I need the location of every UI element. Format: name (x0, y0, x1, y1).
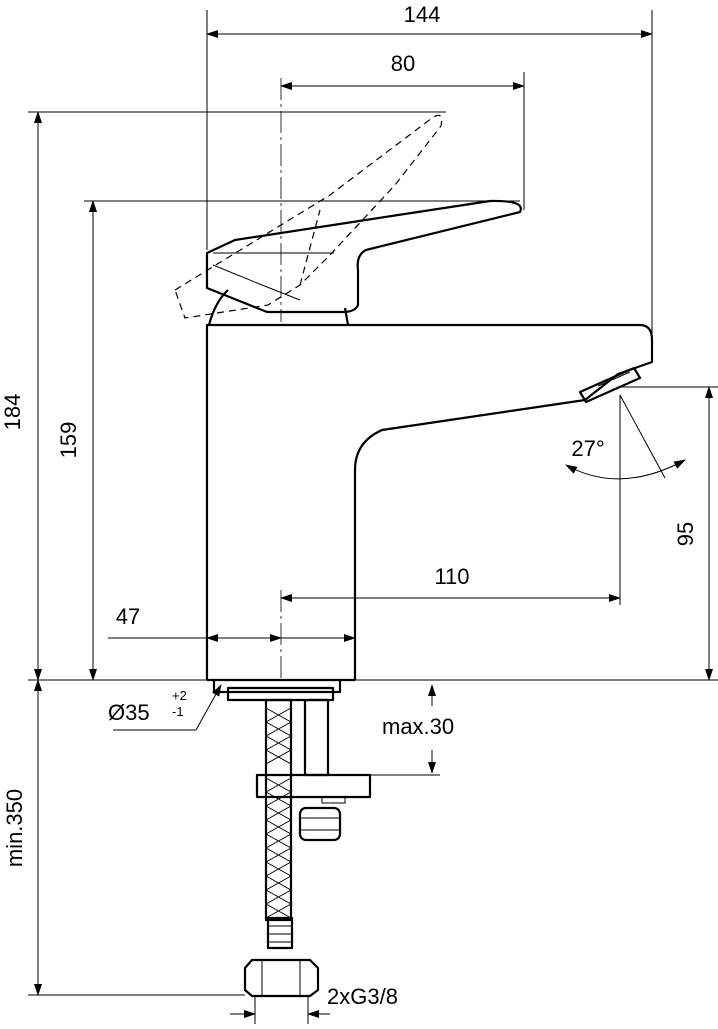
lever-raised-outline (174, 114, 443, 319)
threaded-rod (303, 698, 330, 777)
fixing-nut (298, 806, 342, 842)
dim-hole-diameter: Ø35 +2 -1 (108, 684, 222, 731)
label-body-height: 159 (56, 422, 81, 459)
label-total-height: 184 (0, 394, 25, 431)
label-base-width: 47 (116, 604, 140, 629)
dim-aerator-angle: 27° (565, 394, 686, 480)
dim-spout-height: 95 (620, 386, 718, 681)
lever-handle (205, 199, 522, 326)
label-hole-diameter: Ø35 (108, 700, 150, 725)
dim-hose-length: min.350 (2, 679, 245, 996)
label-hole-tol-upper: +2 (172, 688, 187, 703)
dim-max-thickness: max.30 (370, 684, 454, 776)
braided-hose (264, 698, 293, 922)
label-spout-projection: 110 (434, 564, 469, 589)
hose-fitting (243, 916, 320, 998)
label-aerator-angle: 27° (571, 436, 604, 461)
label-hole-tol-lower: -1 (172, 704, 184, 719)
dim-spout-projection: 110 (280, 395, 621, 605)
dim-overall-width: 144 (206, 2, 653, 340)
label-hose-length: min.350 (2, 789, 27, 867)
label-lever-reach: 80 (391, 51, 415, 76)
dim-total-height: 184 (0, 111, 446, 681)
dim-body-height: 159 (56, 200, 520, 681)
label-max-thickness: max.30 (382, 714, 454, 739)
dim-lever-reach: 80 (280, 51, 525, 210)
dim-thread: 2xG3/8 (230, 984, 398, 1024)
fixing-bracket (255, 773, 372, 804)
label-thread: 2xG3/8 (327, 984, 398, 1009)
mounting-base (207, 678, 355, 702)
dim-base-width: 47 (108, 604, 356, 642)
label-overall-width: 144 (404, 2, 441, 27)
faucet-body (205, 323, 654, 680)
label-spout-height: 95 (673, 522, 698, 546)
